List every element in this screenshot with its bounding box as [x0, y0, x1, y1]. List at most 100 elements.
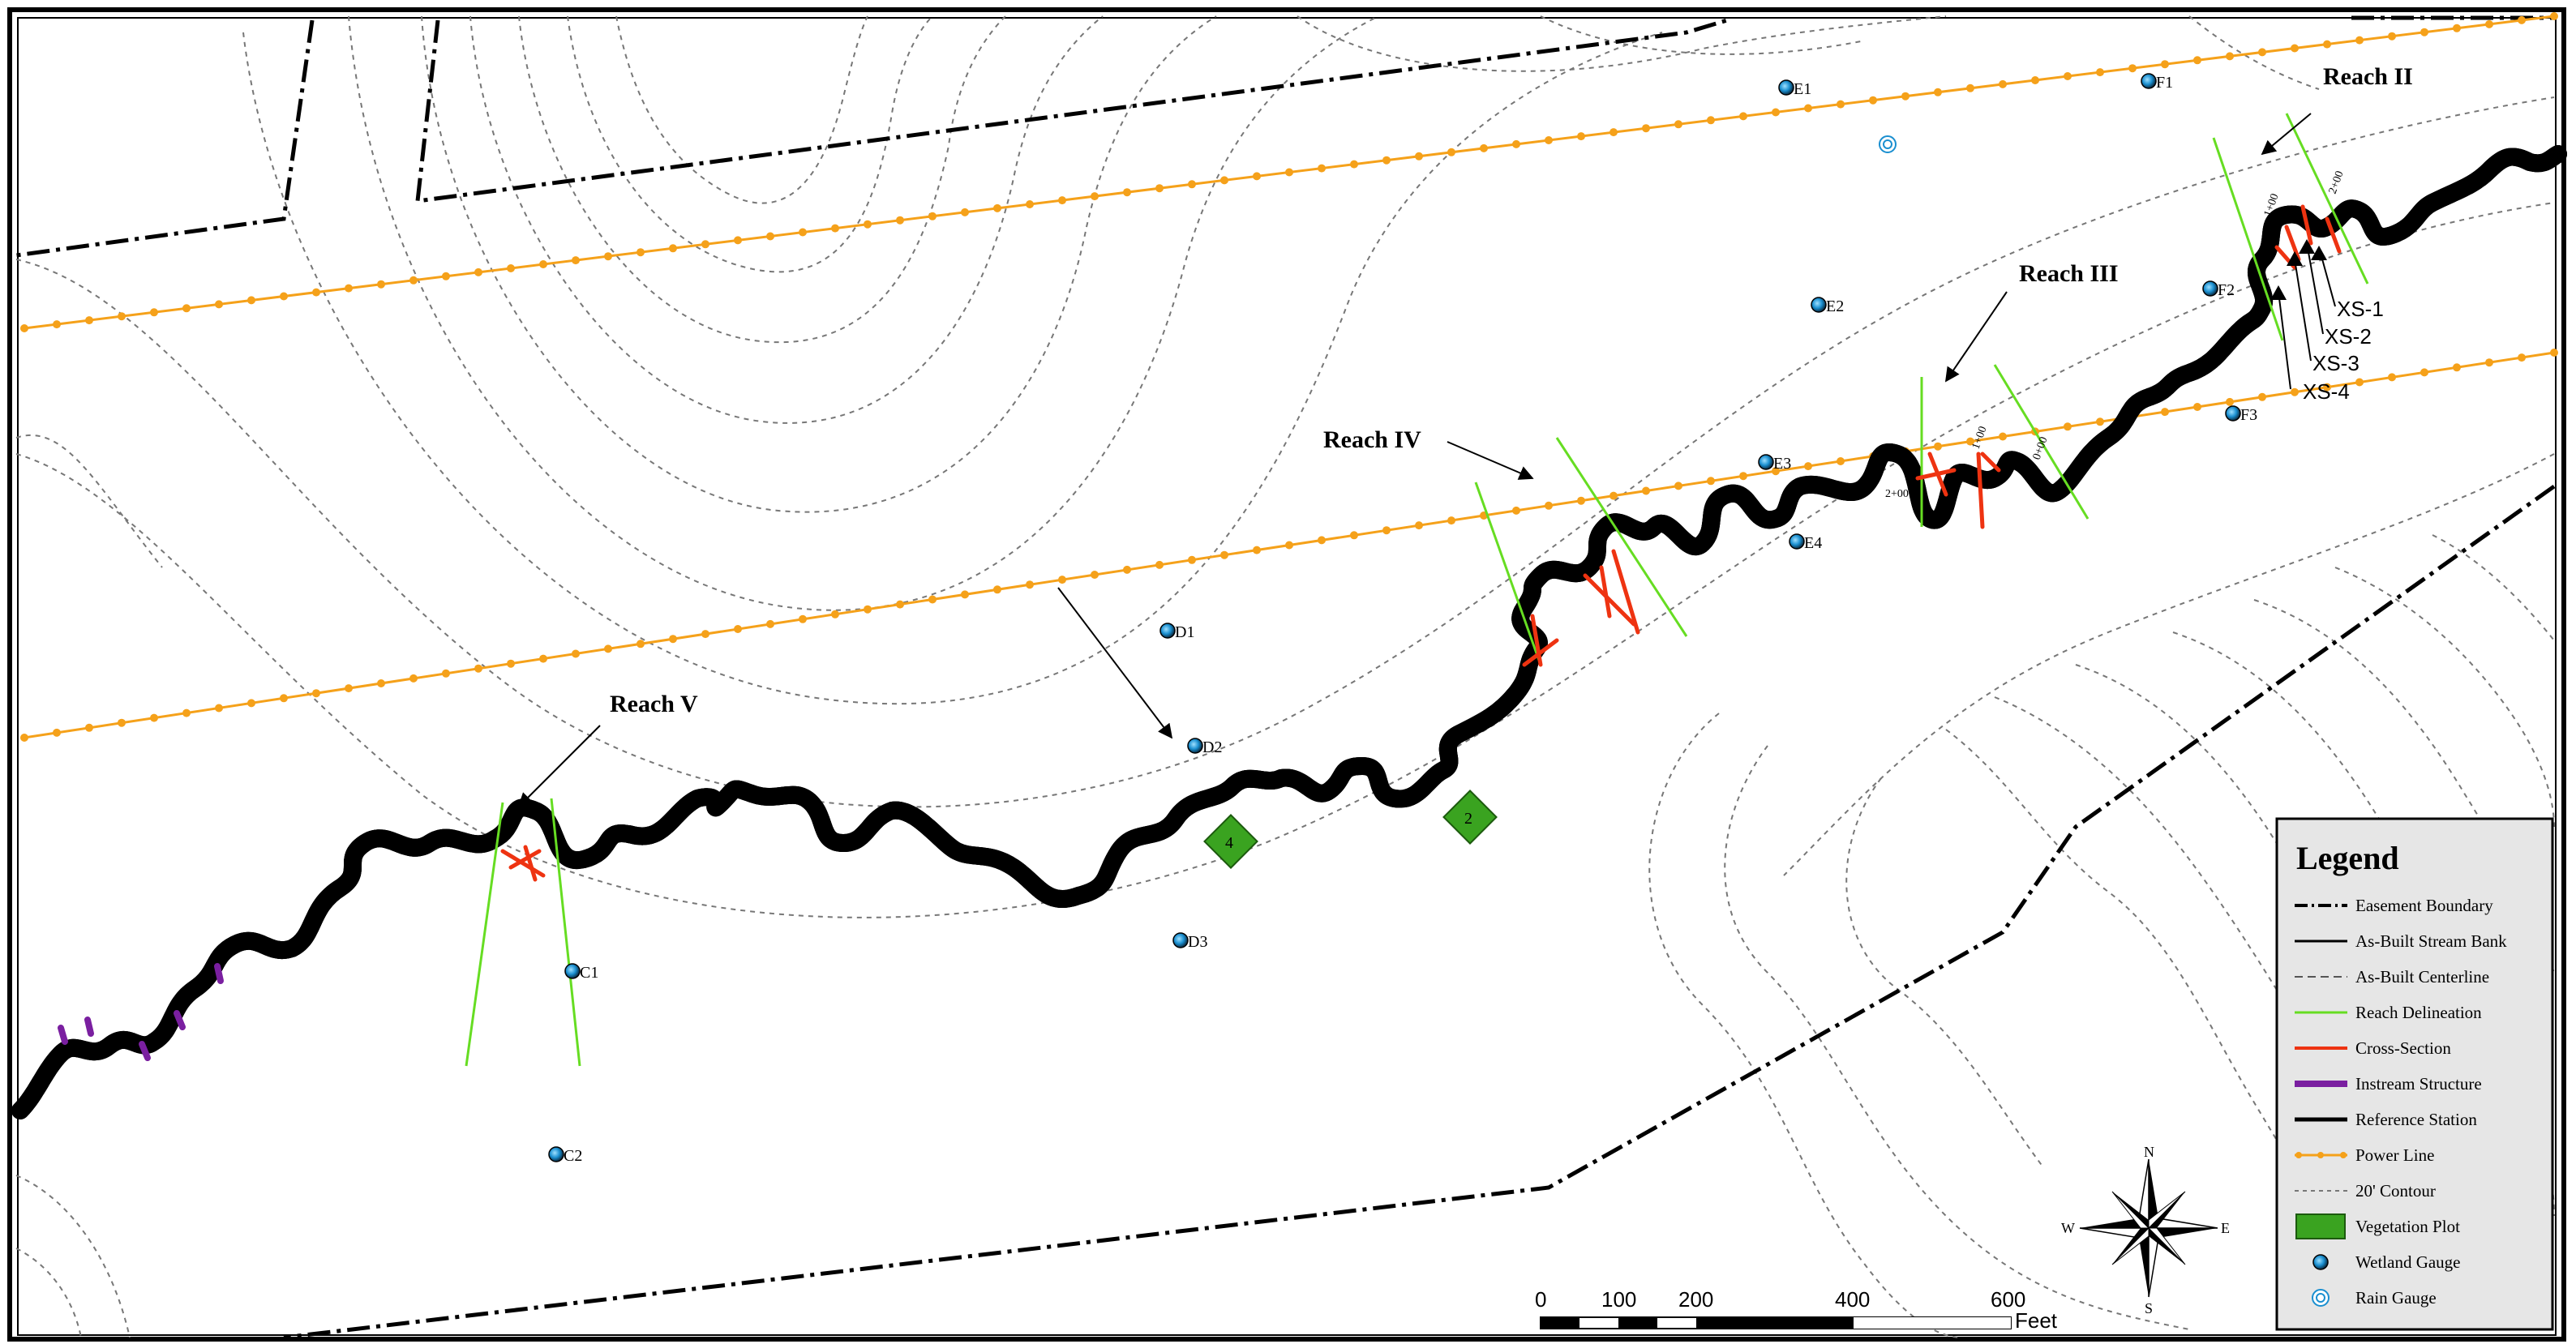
easement-boundary: [15, 15, 2556, 1340]
power-pole-icon: [1350, 160, 1358, 169]
wetland-gauge-icon: C2: [548, 1146, 582, 1165]
xs-3-label: XS-3: [2312, 351, 2360, 375]
compass-rose-icon: N S E W: [2061, 1144, 2230, 1316]
reach-iv-label: Reach IV: [1323, 426, 1421, 453]
power-pole-icon: [118, 312, 126, 321]
power-pole-icon: [1220, 176, 1228, 185]
legend-item-veg: Vegetation Plot: [2295, 1213, 2460, 1239]
power-pole-icon: [1966, 83, 1974, 92]
wetland-gauge-label: D2: [1202, 738, 1222, 756]
power-pole-icon: [1934, 442, 1942, 451]
legend-item-xs: Cross-Section: [2295, 1038, 2451, 1058]
reach-v-label: Reach V: [610, 691, 698, 717]
power-pole-icon: [1123, 188, 1131, 197]
power-pole-icon: [1188, 180, 1196, 189]
power-pole-icon: [669, 635, 677, 644]
power-pole-icon: [1545, 136, 1553, 144]
legend-item-reach: Reach Delineation: [2295, 1003, 2482, 1022]
power-pole-icon: [1512, 506, 1520, 515]
power-pole-icon: [766, 232, 774, 241]
wetland-gauge-label: C2: [564, 1147, 582, 1165]
power-pole-icon: [928, 595, 937, 604]
power-pole-icon: [2355, 36, 2364, 45]
power-pole-icon: [701, 630, 709, 639]
power-pole-icon: [766, 619, 774, 628]
power-pole-icon: [1058, 576, 1066, 584]
vegetation-plot-label: 4: [1225, 834, 1233, 852]
power-pole-icon: [864, 220, 872, 229]
legend-label: Reach Delineation: [2355, 1003, 2482, 1022]
wetland-gauge-icon: D1: [1159, 623, 1194, 641]
legend-label: Instream Structure: [2355, 1074, 2482, 1094]
wetland-gauge-icon: E2: [1811, 297, 1844, 315]
xs-labels: XS-1 XS-2 XS-3 XS-4: [2303, 297, 2384, 404]
power-pole-icon: [215, 300, 223, 309]
power-pole-icon: [1772, 108, 1780, 117]
legend-title: Legend: [2296, 840, 2399, 876]
power-pole-icon: [2550, 349, 2558, 357]
power-pole-icon: [2258, 48, 2266, 57]
legend-label: Power Line: [2355, 1145, 2434, 1165]
power-pole-icon: [1253, 172, 1261, 181]
legend-item-refstation: Reference Station: [2295, 1110, 2477, 1129]
power-pole-icon: [1318, 536, 1326, 545]
power-pole-icon: [2128, 64, 2137, 73]
power-pole-icon: [2388, 32, 2396, 41]
wetland-gauge-icon: D3: [1172, 932, 1207, 951]
wetland-gauges: E1 F1 E2 F2 F3 E3 E4 D1 D2 D3 C1 C2: [548, 73, 2257, 1165]
power-pole-icon: [85, 316, 93, 325]
power-pole-icon: [1966, 437, 1974, 446]
power-pole-icon: [1415, 521, 1423, 530]
station-label-reach2-2: 2+00: [2327, 169, 2347, 195]
power-pole-icon: [2388, 373, 2396, 382]
legend-label: As-Built Stream Bank: [2355, 931, 2507, 951]
reach-iii-label: Reach III: [2019, 260, 2119, 287]
power-pole-icon: [1123, 565, 1131, 574]
power-pole-icon: [1318, 164, 1326, 173]
wetland-gauge-icon: C1: [564, 963, 598, 982]
power-pole-icon: [831, 610, 839, 618]
power-pole-icon: [636, 248, 645, 257]
power-pole-icon: [896, 600, 904, 609]
power-pole-icon: [896, 216, 904, 225]
scale-tick-100: 100: [1601, 1287, 1636, 1312]
power-pole-icon: [1545, 501, 1553, 510]
power-pole-icon: [2064, 422, 2072, 431]
power-pole-icon: [1350, 531, 1358, 540]
wetland-gauge-label: E3: [1773, 455, 1791, 473]
power-pole-icon: [1220, 550, 1228, 559]
power-pole-icon: [2226, 52, 2234, 61]
power-pole-icon: [280, 694, 288, 703]
power-pole-icon: [53, 320, 61, 329]
power-pole-icon: [1382, 156, 1391, 165]
power-pole-icon: [312, 288, 320, 297]
power-pole-icon: [2193, 56, 2201, 65]
power-pole-icon: [280, 292, 288, 301]
wetland-gauge-label: D1: [1175, 623, 1194, 641]
power-pole-icon: [961, 590, 969, 599]
power-pole-icon: [118, 718, 126, 727]
xs-1-label: XS-1: [2337, 297, 2384, 321]
power-pole-icon: [1058, 196, 1066, 205]
power-pole-icon: [1026, 580, 1034, 589]
power-pole-icon: [1642, 124, 1650, 133]
power-pole-icon: [1739, 112, 1747, 121]
map-border-inner: [17, 17, 2557, 1336]
power-pole-icon: [831, 224, 839, 233]
power-pole-icon: [1577, 496, 1585, 505]
power-pole-icon: [150, 308, 158, 317]
power-pole-icon: [961, 208, 969, 216]
power-pole-icon: [799, 614, 807, 623]
power-pole-icon: [345, 684, 353, 693]
scale-tick-0: 0: [1535, 1287, 1546, 1312]
power-pole-icon: [1837, 100, 1845, 109]
power-pole-icon: [1674, 120, 1682, 129]
power-pole-icon: [1577, 132, 1585, 141]
reach-arrows: [517, 113, 2312, 808]
power-pole-icon: [1188, 555, 1196, 564]
wetland-gauge-label: F2: [2218, 281, 2235, 299]
power-pole-icon: [1609, 491, 1618, 500]
power-pole-icon: [2096, 417, 2104, 426]
power-pole-icon: [701, 240, 709, 249]
power-pole-icon: [377, 679, 385, 687]
